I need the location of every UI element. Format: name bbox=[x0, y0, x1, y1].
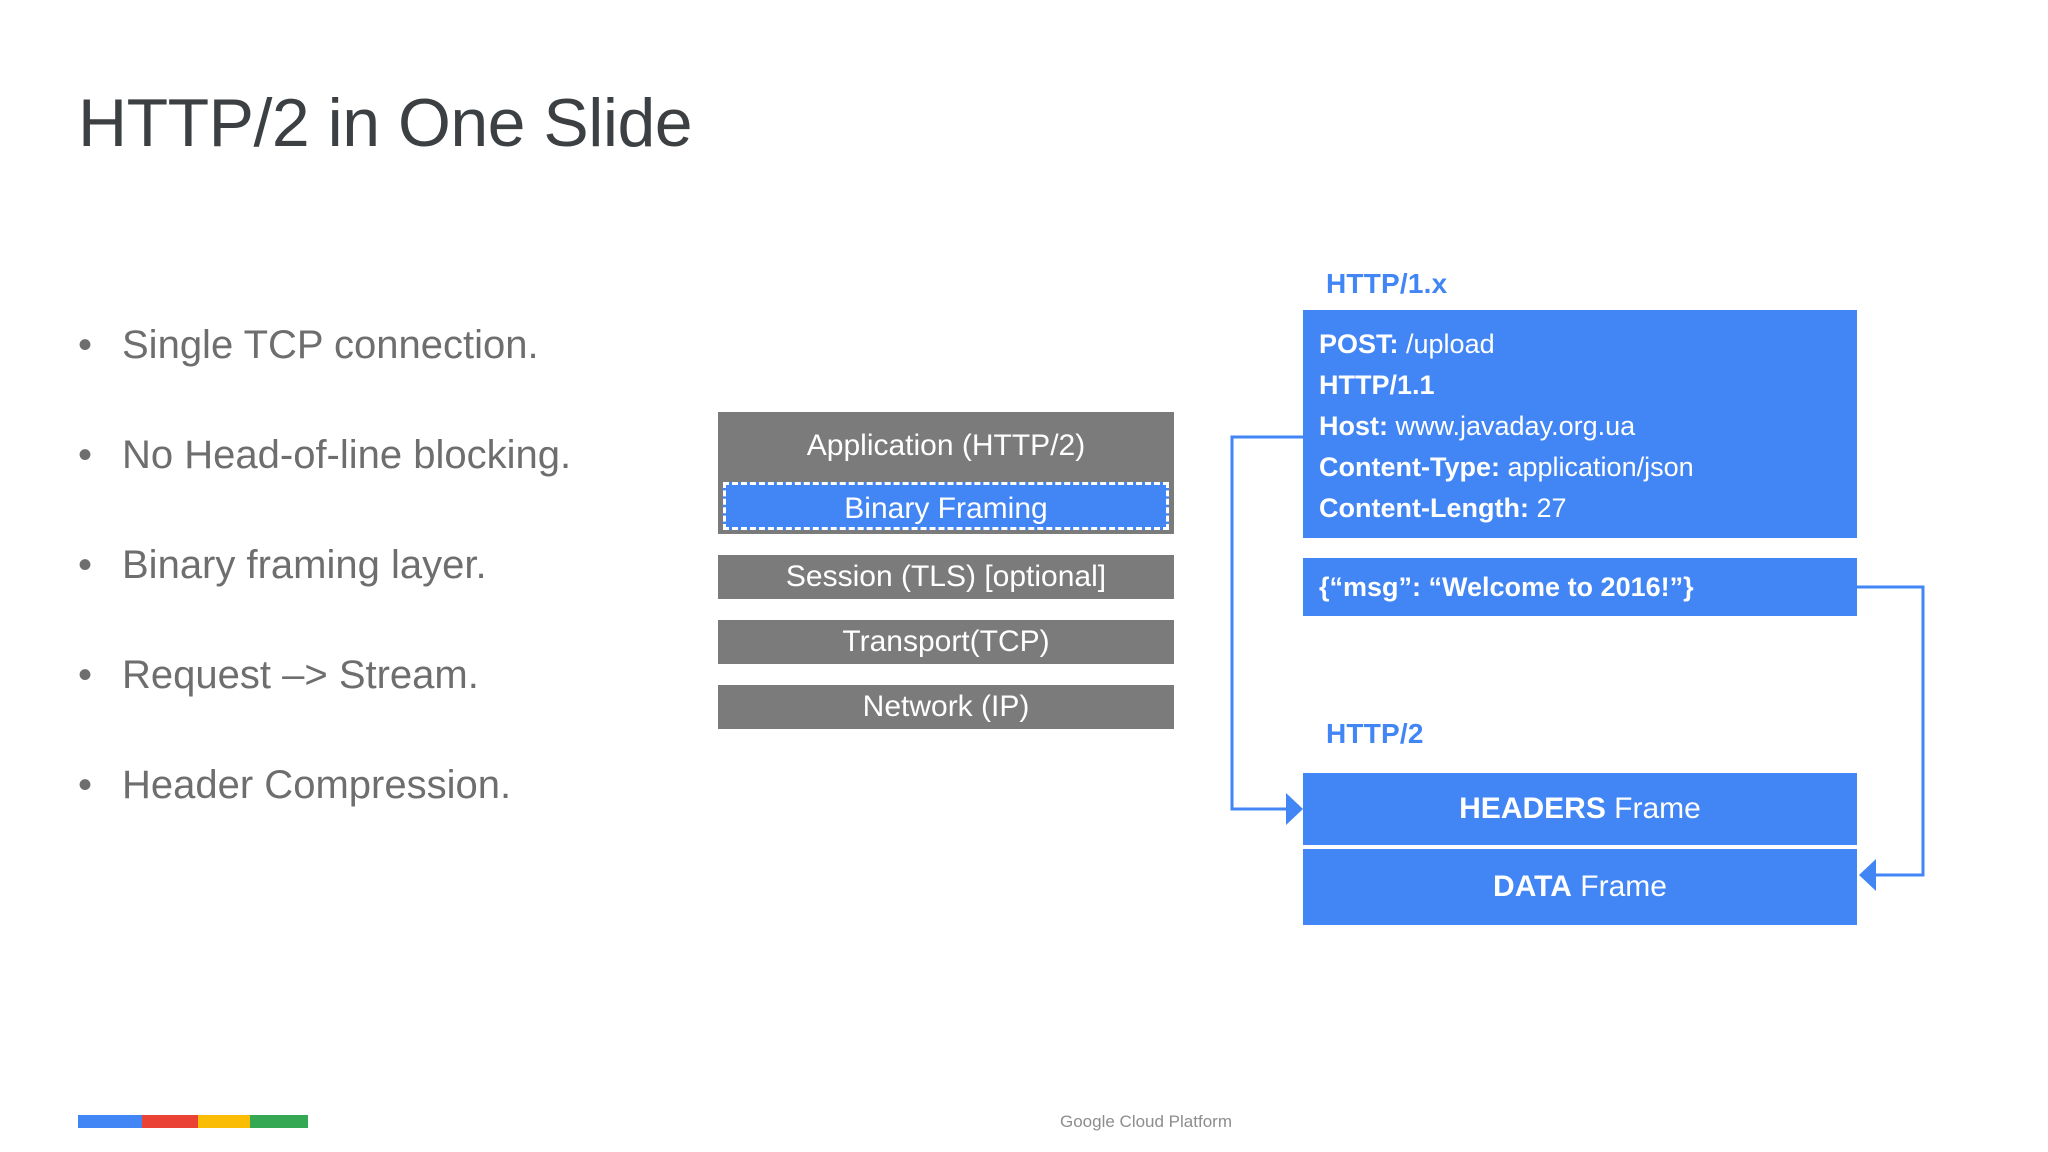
http2-panel-label: HTTP/2 bbox=[1326, 718, 1424, 749]
frame-name: HEADERS bbox=[1459, 792, 1606, 825]
header-line: Host: www.javaday.org.ua bbox=[1319, 406, 1857, 447]
http1x-body-box: {“msg”: “Welcome to 2016!”} bbox=[1303, 558, 1857, 616]
list-item: • Request –> Stream. bbox=[78, 648, 698, 702]
headers-frame-box: HEADERS Frame bbox=[1303, 773, 1857, 845]
frame-suffix: Frame bbox=[1571, 870, 1667, 903]
header-line: Content-Length: 27 bbox=[1319, 488, 1857, 529]
logo-bar-green-segment bbox=[250, 1115, 308, 1128]
header-value: 27 bbox=[1528, 493, 1567, 523]
bullet-dot-icon: • bbox=[78, 763, 93, 807]
bullet-text: Header Compression. bbox=[122, 763, 512, 807]
header-line: POST: /upload bbox=[1319, 324, 1857, 365]
header-value: /upload bbox=[1398, 329, 1495, 359]
connector-data-path bbox=[1857, 585, 1925, 877]
arrowhead-data-icon bbox=[1859, 859, 1876, 891]
stack-layer-application-label: Application (HTTP/2) bbox=[806, 429, 1086, 462]
logo-bar-yellow-segment bbox=[197, 1115, 251, 1128]
bullet-text: Single TCP connection. bbox=[122, 323, 539, 367]
http1x-panel-label: HTTP/1.x bbox=[1326, 268, 1448, 299]
google-logo-bar bbox=[78, 1115, 308, 1128]
protocol-stack-diagram: Application (HTTP/2) Binary Framing Sess… bbox=[718, 412, 1174, 729]
footer-text: Google Cloud Platform bbox=[1060, 1112, 1232, 1131]
bullet-dot-icon: • bbox=[78, 543, 93, 587]
header-key: Content-Length: bbox=[1319, 493, 1529, 523]
frame-suffix: Frame bbox=[1605, 792, 1701, 825]
header-key: POST: bbox=[1319, 329, 1399, 359]
logo-bar-red-segment bbox=[142, 1115, 198, 1128]
bullet-text: Request –> Stream. bbox=[122, 653, 479, 697]
stack-layer-application: Application (HTTP/2) Binary Framing bbox=[718, 412, 1174, 534]
bullet-dot-icon: • bbox=[78, 653, 93, 697]
binary-framing-box: Binary Framing bbox=[723, 482, 1169, 530]
list-item: • No Head-of-line blocking. bbox=[78, 428, 698, 482]
connector-headers-path bbox=[1230, 435, 1303, 811]
http1x-headers-box: POST: /upload HTTP/1.1 Host: www.javaday… bbox=[1303, 310, 1857, 538]
header-line: HTTP/1.1 bbox=[1319, 365, 1857, 406]
bullet-list: • Single TCP connection. • No Head-of-li… bbox=[78, 318, 698, 812]
bullet-text: Binary framing layer. bbox=[122, 543, 487, 587]
logo-bar-blue-segment bbox=[78, 1115, 143, 1128]
stack-layer-network: Network (IP) bbox=[718, 685, 1174, 729]
header-line: Content-Type: application/json bbox=[1319, 447, 1857, 488]
stack-layer-transport: Transport(TCP) bbox=[718, 620, 1174, 664]
header-value: application/json bbox=[1499, 452, 1694, 482]
list-item: • Single TCP connection. bbox=[78, 318, 698, 372]
header-key: Content-Type: bbox=[1319, 452, 1500, 482]
bullet-text: No Head-of-line blocking. bbox=[122, 433, 572, 477]
arrowhead-headers-icon bbox=[1286, 793, 1303, 825]
header-key: HTTP/1.1 bbox=[1319, 370, 1435, 400]
data-frame-box: DATA Frame bbox=[1303, 849, 1857, 925]
header-value: www.javaday.org.ua bbox=[1388, 411, 1636, 441]
header-key: Host: bbox=[1319, 411, 1388, 441]
list-item: • Header Compression. bbox=[78, 758, 698, 812]
list-item: • Binary framing layer. bbox=[78, 538, 698, 592]
stack-layer-session: Session (TLS) [optional] bbox=[718, 555, 1174, 599]
bullet-dot-icon: • bbox=[78, 323, 93, 367]
bullet-dot-icon: • bbox=[78, 433, 93, 477]
page-title: HTTP/2 in One Slide bbox=[78, 85, 693, 161]
frame-name: DATA bbox=[1493, 870, 1572, 903]
